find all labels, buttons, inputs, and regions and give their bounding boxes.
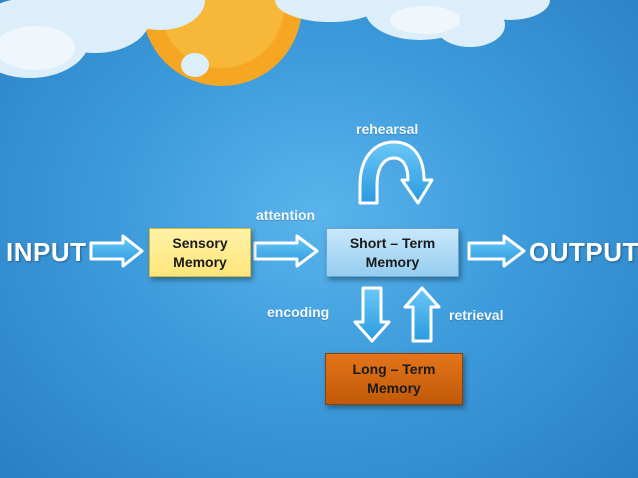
sensory-memory-line1: Sensory [172, 234, 228, 251]
sensory-memory-box: Sensory Memory [149, 228, 251, 277]
attention-label: attention [256, 207, 316, 223]
rehearsal-arrow [358, 140, 434, 205]
sensory-memory-line2: Memory [173, 253, 227, 270]
short-term-memory-box: Short – Term Memory [326, 228, 459, 277]
short-term-memory-line1: Short – Term [349, 234, 436, 251]
input-arrow [89, 234, 144, 268]
short-term-memory-line2: Memory [365, 253, 420, 270]
long-term-memory-line2: Memory [367, 380, 421, 396]
input-label: INPUT [6, 237, 87, 267]
output-label: OUTPUT [529, 237, 638, 267]
retrieval-arrow [403, 286, 441, 343]
attention-arrow [253, 234, 319, 268]
encoding-label: encoding [267, 304, 330, 320]
output-arrow [467, 234, 526, 268]
rehearsal-label: rehearsal [356, 121, 419, 137]
long-term-memory-line1: Long – Term [352, 361, 436, 377]
long-term-memory-box: Long – Term Memory [325, 353, 463, 405]
retrieval-label: retrieval [449, 307, 504, 323]
encoding-arrow [353, 286, 391, 343]
